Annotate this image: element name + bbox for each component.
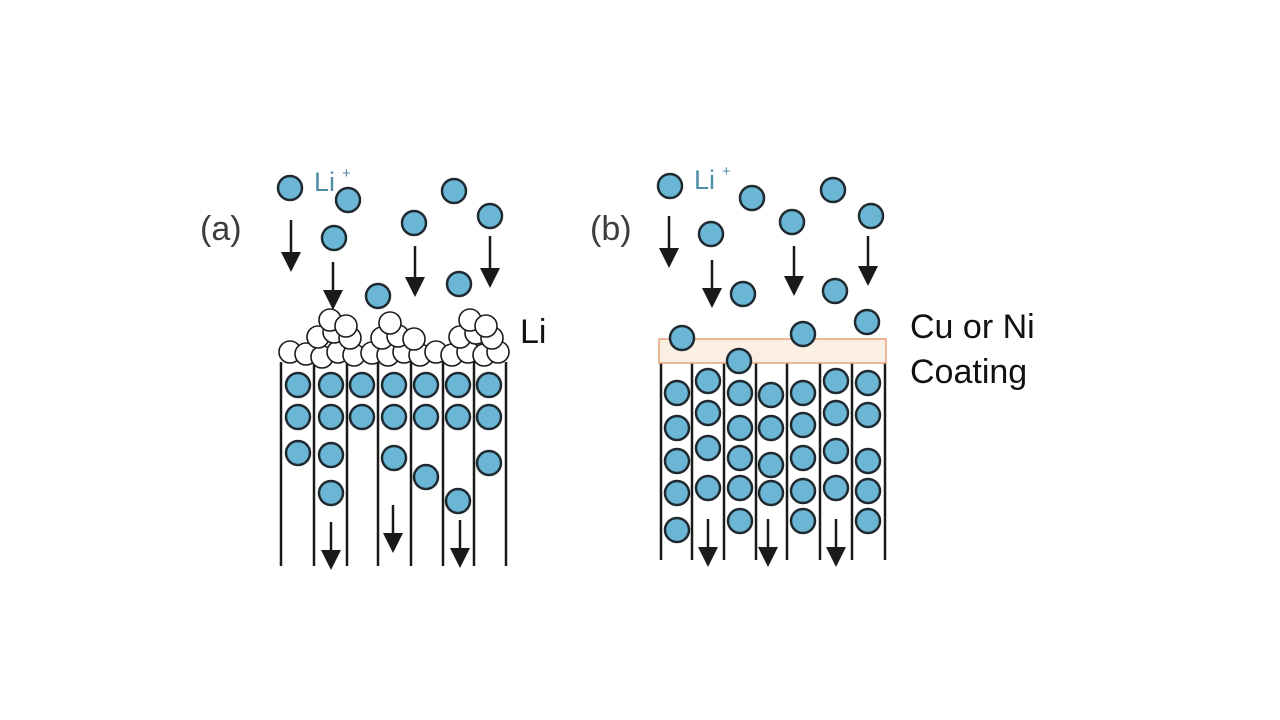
coating-label-line2: Coating bbox=[910, 353, 1027, 391]
intercalated-li-ion bbox=[284, 439, 312, 467]
li-ion-at-coating bbox=[725, 347, 753, 375]
intercalated-li-ion bbox=[663, 414, 691, 442]
incoming-li-ion bbox=[821, 277, 849, 305]
intercalated-li-ion bbox=[663, 516, 691, 544]
intercalated-li-ion bbox=[412, 463, 440, 491]
panel-a-ions bbox=[276, 174, 504, 515]
panel-a-channel-walls bbox=[279, 362, 508, 566]
lithium-deposit-label: Li bbox=[520, 313, 546, 351]
intercalated-li-ion bbox=[663, 447, 691, 475]
intercalated-li-ion bbox=[475, 449, 503, 477]
coating-label-line1: Cu or Ni bbox=[910, 308, 1035, 346]
lithium-metal-atom bbox=[378, 311, 402, 335]
intercalated-li-ion bbox=[789, 477, 817, 505]
intercalated-li-ion bbox=[822, 437, 850, 465]
intercalated-li-ion bbox=[694, 367, 722, 395]
intercalated-li-ion bbox=[412, 371, 440, 399]
intercalated-li-ion bbox=[789, 411, 817, 439]
intercalated-li-ion bbox=[694, 434, 722, 462]
li-ion-at-coating bbox=[668, 324, 696, 352]
li-ion-at-coating bbox=[853, 308, 881, 336]
panel-b-channel-walls bbox=[659, 363, 887, 560]
intercalated-li-ion bbox=[726, 414, 754, 442]
intercalated-li-ion bbox=[380, 403, 408, 431]
panel-a: (a) Li + Li bbox=[200, 165, 546, 570]
intercalated-li-ion bbox=[412, 403, 440, 431]
intercalated-li-ion bbox=[757, 414, 785, 442]
intercalated-li-ion bbox=[854, 369, 882, 397]
panel-b-ion-label: Li bbox=[694, 165, 715, 195]
panel-a-ion-charge: + bbox=[342, 165, 351, 182]
intercalated-li-ion bbox=[317, 479, 345, 507]
intercalated-li-ion bbox=[284, 371, 312, 399]
intercalated-li-ion bbox=[854, 401, 882, 429]
panel-b-label: (b) bbox=[590, 210, 632, 248]
intercalated-li-ion bbox=[694, 474, 722, 502]
incoming-li-ion bbox=[364, 282, 392, 310]
incoming-li-ion bbox=[778, 208, 806, 236]
intercalated-li-ion bbox=[317, 403, 345, 431]
intercalated-li-ion bbox=[663, 479, 691, 507]
intercalated-li-ion bbox=[726, 507, 754, 535]
incoming-li-ion bbox=[729, 280, 757, 308]
intercalated-li-ion bbox=[757, 479, 785, 507]
panel-a-arrows bbox=[281, 220, 500, 570]
intercalated-li-ion bbox=[348, 371, 376, 399]
panel-a-label: (a) bbox=[200, 210, 242, 248]
incoming-li-ion bbox=[819, 176, 847, 204]
intercalated-li-ion bbox=[789, 444, 817, 472]
intercalated-li-ion bbox=[822, 399, 850, 427]
intercalated-li-ion bbox=[380, 371, 408, 399]
li-ion-at-coating bbox=[789, 320, 817, 348]
panel-b-arrows bbox=[659, 216, 878, 567]
panel-b-ions bbox=[656, 172, 885, 544]
incoming-li-ion bbox=[445, 270, 473, 298]
intercalated-li-ion bbox=[726, 379, 754, 407]
incoming-li-ion bbox=[697, 220, 725, 248]
incoming-li-ion bbox=[857, 202, 885, 230]
intercalated-li-ion bbox=[348, 403, 376, 431]
intercalated-li-ion bbox=[444, 487, 472, 515]
intercalated-li-ion bbox=[317, 441, 345, 469]
intercalated-li-ion bbox=[475, 403, 503, 431]
intercalated-li-ion bbox=[854, 477, 882, 505]
intercalated-li-ion bbox=[380, 444, 408, 472]
intercalated-li-ion bbox=[663, 379, 691, 407]
incoming-li-ion bbox=[656, 172, 684, 200]
incoming-li-ion bbox=[334, 186, 362, 214]
lithium-metal-atom bbox=[402, 327, 426, 351]
intercalated-li-ion bbox=[822, 367, 850, 395]
intercalated-li-ion bbox=[789, 379, 817, 407]
incoming-li-ion bbox=[276, 174, 304, 202]
intercalated-li-ion bbox=[444, 371, 472, 399]
incoming-li-ion bbox=[320, 224, 348, 252]
intercalated-li-ion bbox=[444, 403, 472, 431]
panel-b: (b) Li + Cu or Ni Coating bbox=[590, 163, 1035, 567]
intercalated-li-ion bbox=[475, 371, 503, 399]
incoming-li-ion bbox=[440, 177, 468, 205]
panel-b-ion-charge: + bbox=[722, 163, 731, 180]
intercalated-li-ion bbox=[694, 399, 722, 427]
incoming-li-ion bbox=[738, 184, 766, 212]
intercalated-li-ion bbox=[854, 507, 882, 535]
intercalated-li-ion bbox=[789, 507, 817, 535]
intercalated-li-ion bbox=[854, 447, 882, 475]
lithium-metal-atom bbox=[334, 314, 358, 338]
panel-a-ion-label: Li bbox=[314, 167, 335, 197]
intercalated-li-ion bbox=[757, 451, 785, 479]
incoming-li-ion bbox=[400, 209, 428, 237]
lithium-metal-atom bbox=[474, 314, 498, 338]
incoming-li-ion bbox=[476, 202, 504, 230]
intercalated-li-ion bbox=[726, 474, 754, 502]
intercalated-li-ion bbox=[726, 444, 754, 472]
intercalated-li-ion bbox=[317, 371, 345, 399]
lithium-dendrite-deposit bbox=[278, 308, 510, 369]
intercalated-li-ion bbox=[284, 403, 312, 431]
cu-ni-coating-layer bbox=[658, 338, 887, 364]
intercalated-li-ion bbox=[757, 381, 785, 409]
intercalated-li-ion bbox=[822, 474, 850, 502]
